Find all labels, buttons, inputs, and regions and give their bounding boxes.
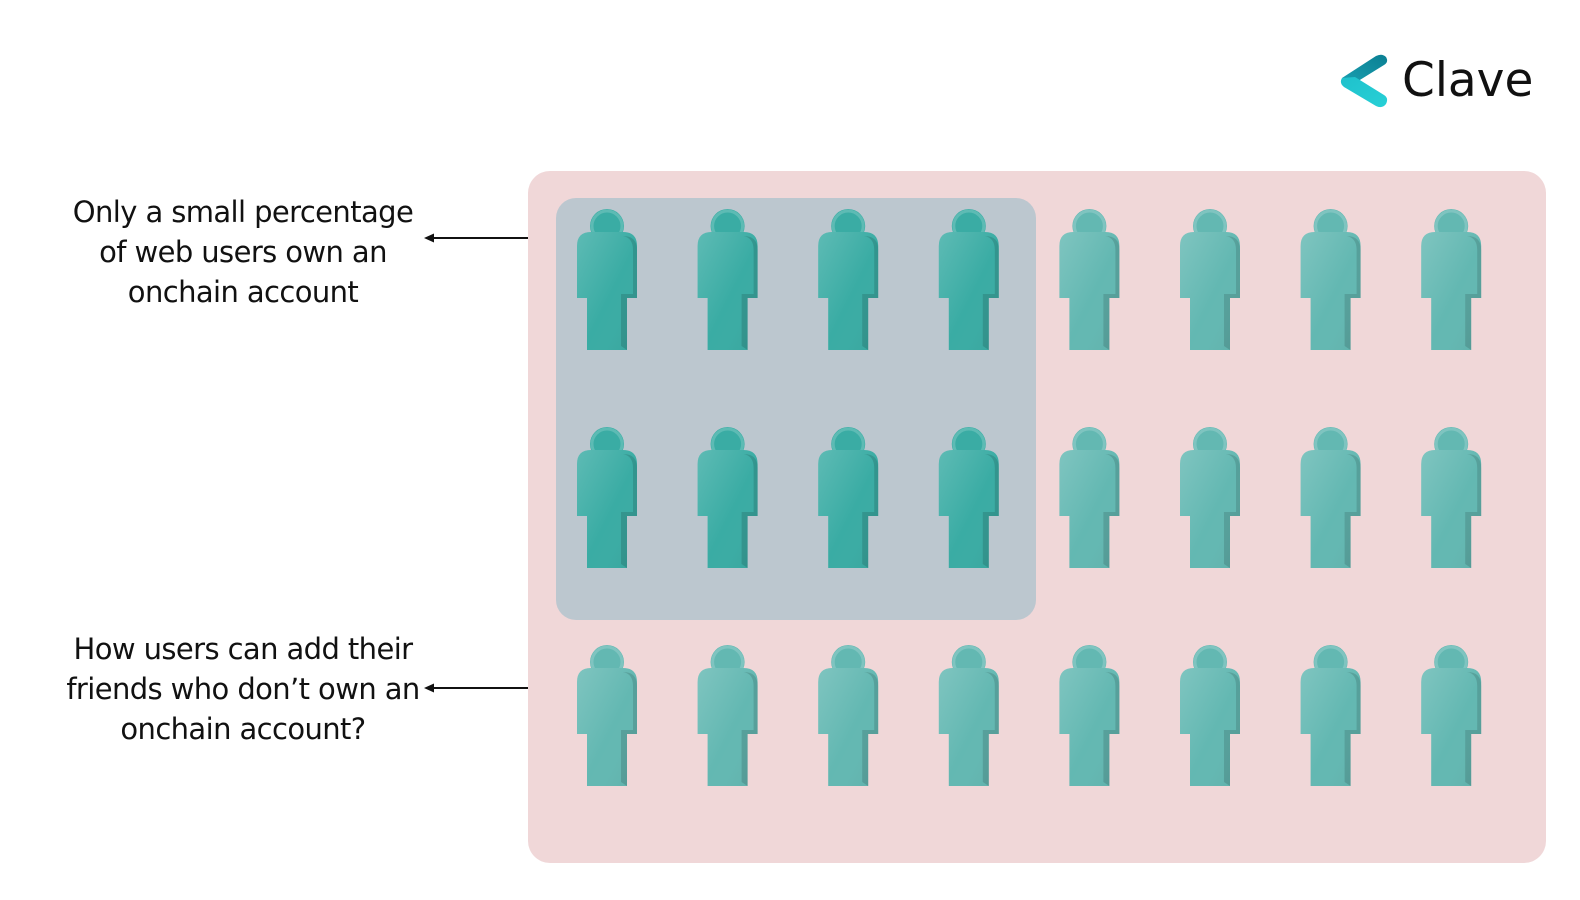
person-icon — [1300, 209, 1361, 350]
person-icon — [1180, 427, 1240, 568]
clave-logo: Clave — [1338, 52, 1533, 108]
person-icon — [1421, 645, 1482, 786]
clave-chevron-logo-icon — [1340, 54, 1388, 108]
annotation-line: onchain account — [127, 275, 359, 309]
person-icon — [577, 645, 637, 786]
arrow-left-icon — [424, 683, 528, 693]
annotation-line: of web users own an — [99, 235, 387, 269]
brand-name: Clave — [1402, 52, 1534, 108]
annotation-line: How users can add their — [73, 632, 414, 666]
person-icon — [1059, 645, 1120, 786]
person-icon — [1180, 645, 1240, 786]
person-icon — [818, 209, 879, 350]
person-icon — [1421, 427, 1482, 568]
person-icon — [1180, 209, 1240, 350]
arrow-left-icon — [424, 233, 528, 243]
person-icon — [577, 427, 637, 568]
person-icon — [1300, 427, 1361, 568]
person-icon — [818, 427, 879, 568]
person-icon — [577, 209, 637, 350]
person-icon — [697, 427, 758, 568]
annotation-line: Only a small percentage — [72, 195, 414, 229]
web-users-panel — [528, 171, 1546, 863]
annotation-line: friends who don’t own an — [66, 672, 420, 706]
person-icon — [818, 645, 879, 786]
person-icon — [938, 427, 999, 568]
annotation-onchain-minority: Only a small percentage of web users own… — [58, 192, 428, 312]
annotation-line: onchain account? — [120, 712, 366, 746]
person-icon — [1300, 645, 1361, 786]
person-icon — [697, 645, 758, 786]
person-icon — [1059, 209, 1120, 350]
person-icon — [1421, 209, 1482, 350]
person-icon — [938, 645, 999, 786]
annotation-add-friends-question: How users can add their friends who don’… — [58, 629, 428, 749]
person-icon — [938, 209, 999, 350]
person-icon — [697, 209, 758, 350]
people-grid — [577, 209, 1482, 786]
person-icon — [1059, 427, 1120, 568]
